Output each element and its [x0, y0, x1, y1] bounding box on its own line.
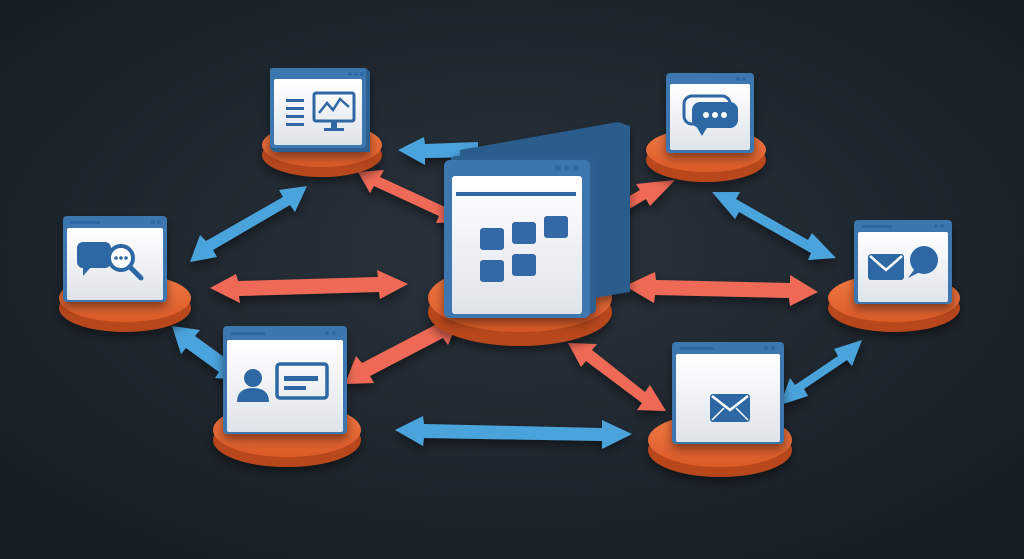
link-profile-email	[395, 416, 632, 449]
node-analytics[interactable]	[262, 68, 382, 177]
window-dots-icon	[680, 345, 776, 351]
chat-bubble-icon	[682, 94, 738, 136]
window-dots-icon	[862, 224, 944, 228]
link-hub-message	[625, 272, 818, 306]
window-dots-icon	[348, 72, 364, 76]
node-chat[interactable]	[646, 73, 766, 182]
link-hub-search	[210, 270, 408, 303]
window-dots-icon	[231, 330, 337, 336]
arrow-layer	[172, 137, 862, 449]
link-hub-analytics	[358, 170, 462, 223]
window-card	[63, 216, 167, 302]
window-card	[666, 73, 754, 153]
window-dots-icon	[736, 77, 746, 81]
envelope-bubble-icon	[868, 246, 938, 280]
envelope-icon	[710, 394, 750, 422]
link-chat-message	[712, 192, 836, 260]
node-profile[interactable]	[213, 326, 361, 467]
link-email-message	[780, 340, 862, 405]
window-dots-icon	[70, 220, 161, 224]
node-message[interactable]	[828, 220, 960, 332]
link-hub-email	[568, 343, 666, 411]
window-card	[223, 326, 347, 434]
link-analytics-search	[190, 186, 307, 262]
node-search[interactable]	[59, 216, 191, 332]
user-card-icon	[237, 362, 329, 402]
monitor-chart-icon	[286, 91, 356, 131]
window-card	[444, 122, 630, 318]
chat-search-icon	[77, 242, 144, 281]
window-dots-icon	[456, 165, 579, 196]
app-grid-icon	[480, 216, 568, 282]
hub-central-app[interactable]	[428, 122, 630, 346]
window-card	[270, 68, 370, 152]
link-hub-analytics-top	[398, 137, 478, 165]
window-card	[854, 220, 952, 304]
window-card	[672, 342, 784, 444]
link-hub-profile	[345, 317, 460, 384]
node-email[interactable]	[648, 342, 792, 477]
